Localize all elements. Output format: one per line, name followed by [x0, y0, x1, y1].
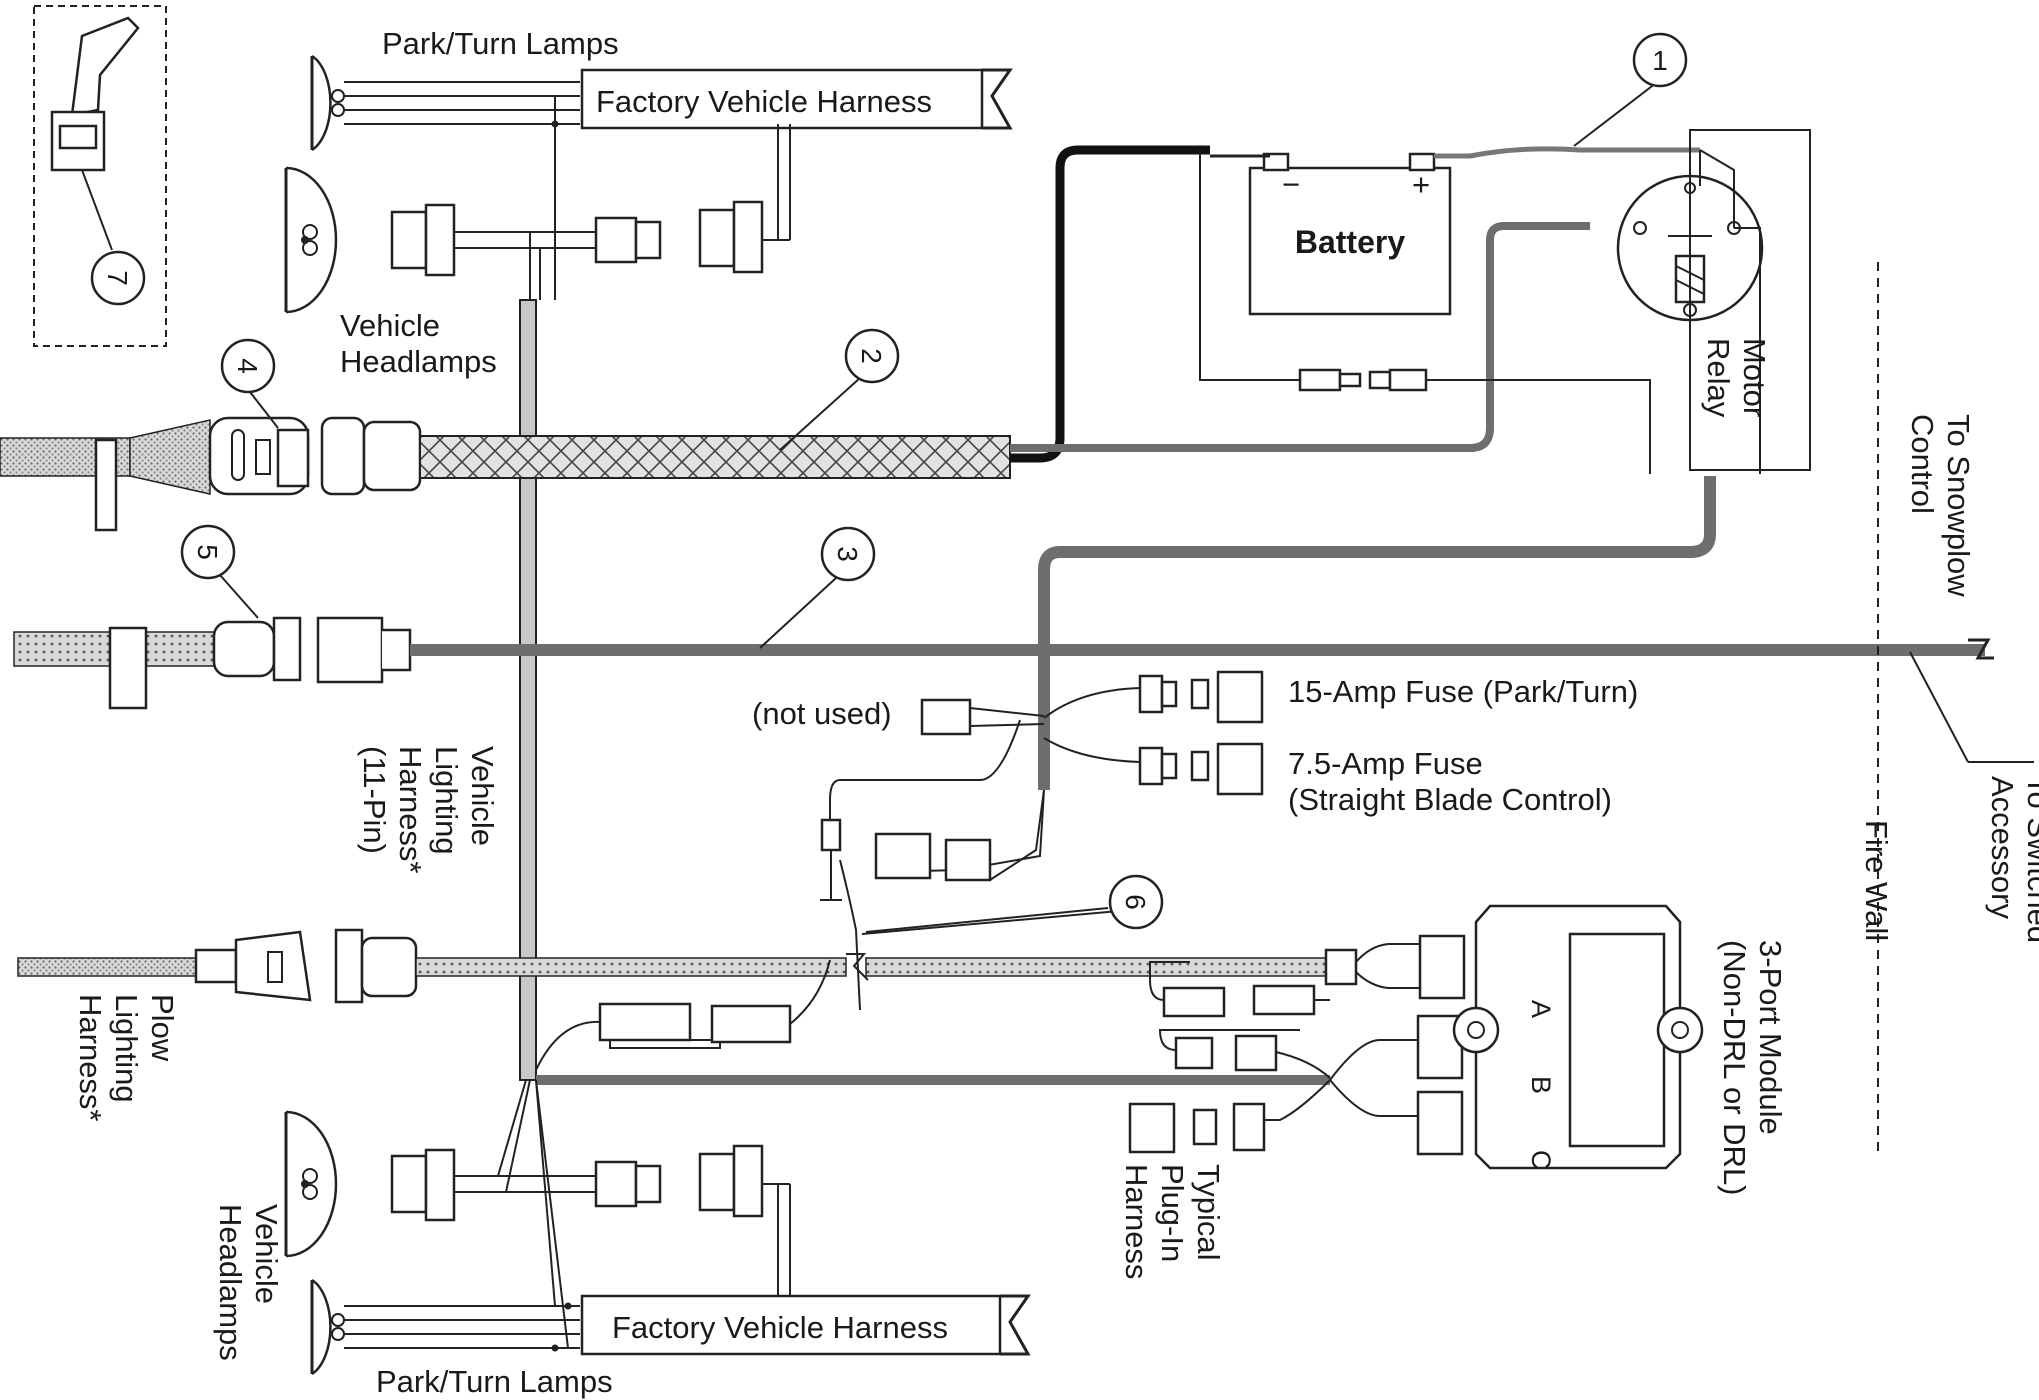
motor-relay — [1616, 129, 1811, 471]
plow-lighting-harness-row — [17, 928, 1466, 1004]
callout-6: 6 — [1108, 874, 1164, 930]
vehicle-headlamps-bottom-label-2: Headlamps — [213, 1204, 248, 1361]
vehicle-lighting-harness — [519, 299, 537, 1081]
three-port-label-1: 3-Port Module — [1753, 940, 1788, 1135]
typical-label-1: Typical — [1191, 1164, 1226, 1260]
to-switched-label-2: Accessory — [1985, 776, 2020, 919]
motor-relay-label-2: Relay — [1701, 338, 1736, 418]
fuse-75-label-2: (Straight Blade Control) — [1288, 782, 1612, 817]
park-turn-lamps-top-label: Park/Turn Lamps — [382, 26, 619, 61]
module-lower-connectors — [535, 959, 1464, 1156]
callout-7-number: 7 — [102, 270, 133, 286]
callout-4: 4 — [220, 338, 276, 394]
vehicle-headlamps-bottom-label: Vehicle Headlamps — [213, 1204, 284, 1361]
port-b-label: B — [1526, 1076, 1556, 1094]
port-c-label: C — [1526, 1150, 1556, 1170]
callout-3-number: 3 — [832, 546, 863, 562]
module-harness-connectors — [820, 719, 1131, 1011]
relay-control-lead — [1038, 476, 1716, 790]
three-port-module-label: 3-Port Module (Non-DRL or DRL) — [1717, 940, 1788, 1196]
callout-1: 1 — [1632, 32, 1688, 88]
top-lamps — [284, 54, 1013, 314]
fuse-75-label-1: 7.5-Amp Fuse — [1288, 746, 1483, 781]
plow-lighting-label-1: Plow — [145, 994, 180, 1062]
callout-2: 2 — [844, 328, 900, 384]
callout-3: 3 — [820, 526, 876, 582]
main-control-harness-row — [13, 616, 1994, 710]
to-snowplow-label-2: Control — [1905, 414, 1940, 514]
vehicle-headlamps-top-label-2: Headlamps — [340, 344, 497, 379]
vehicle-headlamps-bottom-label-1: Vehicle — [249, 1204, 284, 1304]
plow-lighting-harness-label: Plow Lighting Harness* — [73, 994, 180, 1122]
factory-harness-top-label: Factory Vehicle Harness — [596, 84, 932, 119]
fuse-15-label: 15-Amp Fuse (Park/Turn) — [1288, 674, 1638, 709]
bottom-lamps — [284, 1079, 1031, 1376]
motor-relay-label-1: Motor — [1737, 338, 1772, 417]
park-turn-lamps-bottom-label: Park/Turn Lamps — [376, 1364, 613, 1399]
vehicle-headlamps-top-label-1: Vehicle — [340, 308, 440, 343]
unused-connector — [920, 698, 1045, 736]
to-snowplow-label-1: To Snowplow — [1941, 414, 1976, 597]
callout-6-number: 6 — [1120, 894, 1151, 910]
fuse-7-5-amp — [1043, 737, 1264, 796]
factory-harness-bottom-label: Factory Vehicle Harness — [612, 1310, 948, 1345]
callout-5-number: 5 — [192, 544, 223, 560]
plow-control-harness-row — [0, 416, 1011, 532]
battery-negative-cable — [1010, 145, 1210, 463]
fuse-15-amp — [1043, 670, 1264, 724]
battery: − + Battery — [1210, 146, 1700, 316]
to-switched-accessory-label: To Switched Accessory — [1985, 776, 2039, 943]
three-port-module: A B C — [1452, 904, 1704, 1170]
typical-plug-in-harness-label: Typical Plug-In Harness — [1119, 1164, 1226, 1279]
plow-lighting-label-3: Harness* — [73, 994, 108, 1122]
relay-power-cable — [1010, 222, 1590, 452]
plow-lighting-label-2: Lighting — [109, 994, 144, 1103]
fire-wall-label: Fire Wall — [1859, 820, 1894, 941]
callout-7: 7 — [90, 250, 146, 306]
three-port-label-2: (Non-DRL or DRL) — [1717, 940, 1752, 1196]
item-7-detail — [33, 5, 167, 347]
not-used-label: (not used) — [752, 696, 892, 731]
motor-relay-label: Motor Relay — [1701, 338, 1772, 418]
typical-label-2: Plug-In — [1155, 1164, 1190, 1262]
port-a-label: A — [1526, 1000, 1556, 1018]
vehicle-lighting-label-3: Harness* — [393, 746, 428, 874]
battery-plus-label: + — [1412, 167, 1430, 202]
callout-leaders — [219, 79, 2034, 933]
battery-minus-label: − — [1282, 167, 1300, 202]
typical-label-3: Harness — [1119, 1164, 1154, 1279]
callout-5: 5 — [180, 524, 236, 580]
vehicle-lighting-label-4: (11-Pin) — [357, 746, 392, 854]
vehicle-lighting-label: Vehicle Lighting Harness* (11-Pin) — [357, 746, 500, 874]
callout-1-number: 1 — [1652, 45, 1668, 76]
to-switched-label-1: To Switched — [2021, 776, 2039, 943]
inline-connector — [1199, 150, 1761, 474]
to-snowplow-label: To Snowplow Control — [1905, 414, 1976, 597]
callout-4-number: 4 — [232, 358, 263, 374]
vehicle-lighting-label-1: Vehicle — [465, 746, 500, 846]
battery-label: Battery — [1295, 224, 1405, 260]
callout-2-number: 2 — [856, 348, 887, 364]
vehicle-lighting-label-2: Lighting — [429, 746, 464, 855]
